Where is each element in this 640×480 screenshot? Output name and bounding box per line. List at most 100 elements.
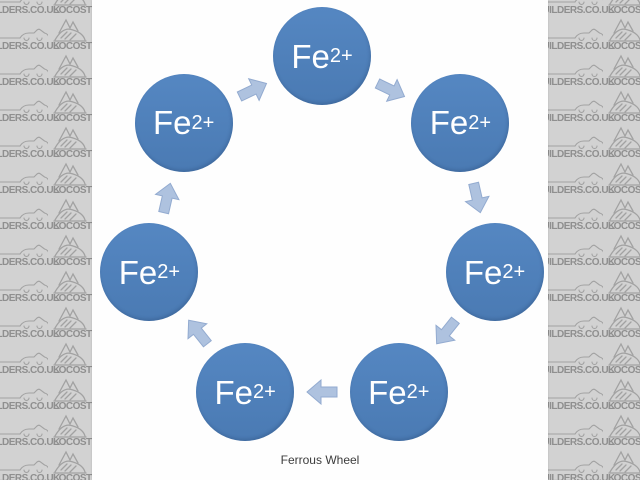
- car-sketch-icon: [0, 0, 48, 6]
- car-logo-icon: [608, 90, 640, 114]
- node-label: Fe: [463, 253, 503, 291]
- watermark-text: LOCOSTBUILDERS.CO.UK: [497, 293, 615, 304]
- watermark-text: LOCOSTBUILDERS.CO.UK: [608, 401, 640, 412]
- car-sketch-icon: [0, 28, 48, 42]
- car-logo-icon: [608, 342, 640, 366]
- watermark-text: LOCOSTBUILDERS.CO.UK: [608, 293, 640, 304]
- watermark-tile: LOCOSTBUILDERS.CO.UK: [608, 414, 640, 450]
- watermark-text: LOCOSTBUILDERS.CO.UK: [497, 473, 615, 480]
- watermark-text: LOCOSTBUILDERS.CO.UK: [497, 437, 615, 448]
- car-sketch-icon: [0, 316, 48, 330]
- node-label: Fe: [214, 373, 254, 411]
- car-logo-icon: [608, 378, 640, 402]
- watermark-text: LOCOSTBUILDERS.CO.UK: [497, 5, 615, 16]
- watermark-tile: LOCOSTBUILDERS.CO.UK: [608, 162, 640, 198]
- car-sketch-icon: [543, 64, 603, 78]
- node-label: Fe: [118, 253, 158, 291]
- car-logo-icon: [608, 0, 640, 6]
- watermark-tile: LOCOSTBUILDERS.CO.UK: [0, 342, 60, 378]
- watermark-text: LOCOSTBUILDERS.CO.UK: [0, 5, 60, 16]
- car-logo-icon: [608, 234, 640, 258]
- watermark-text: LOCOSTBUILDERS.CO.UK: [497, 77, 615, 88]
- watermark-tile: LOCOSTBUILDERS.CO.UK: [608, 270, 640, 306]
- car-logo-icon: [53, 306, 87, 330]
- car-logo-icon: [53, 198, 87, 222]
- car-logo-icon: [608, 162, 640, 186]
- car-sketch-icon: [543, 28, 603, 42]
- watermark-text: LOCOSTBUILDERS.CO.UK: [0, 77, 60, 88]
- watermark-tile: LOCOSTBUILDERS.CO.UK: [608, 234, 640, 270]
- cycle-arrow-icon: [151, 179, 183, 216]
- car-logo-icon: [53, 126, 87, 150]
- car-sketch-icon: [543, 316, 603, 330]
- car-sketch-icon: [543, 424, 603, 438]
- car-logo-icon: [608, 270, 640, 294]
- watermark-text: LOCOSTBUILDERS.CO.UK: [608, 113, 640, 124]
- cycle-arrow-icon: [233, 71, 273, 108]
- watermark-tile: LOCOSTBUILDERS.CO.UK: [608, 306, 640, 342]
- car-sketch-icon: [543, 280, 603, 294]
- watermark-text: LOCOSTBUILDERS.CO.UK: [0, 149, 60, 160]
- watermark-text: LOCOSTBUILDERS.CO.UK: [608, 77, 640, 88]
- car-sketch-icon: [543, 460, 603, 474]
- car-sketch-icon: [0, 424, 48, 438]
- car-logo-icon: [53, 270, 87, 294]
- car-sketch-icon: [0, 172, 48, 186]
- car-logo-icon: [53, 378, 87, 402]
- watermark-text: LOCOSTBUILDERS.CO.UK: [0, 473, 60, 480]
- watermark-text: LOCOSTBUILDERS.CO.UK: [497, 113, 615, 124]
- watermark-text: LOCOSTBUILDERS.CO.UK: [0, 329, 60, 340]
- watermark-text: LOCOSTBUILDERS.CO.UK: [0, 257, 60, 268]
- watermark-text: LOCOSTBUILDERS.CO.UK: [497, 257, 615, 268]
- watermark-text: LOCOSTBUILDERS.CO.UK: [497, 365, 615, 376]
- watermark-tile: LOCOSTBUILDERS.CO.UK: [0, 270, 60, 306]
- car-logo-icon: [53, 18, 87, 42]
- car-sketch-icon: [543, 172, 603, 186]
- watermark-tile: LOCOSTBUILDERS.CO.UK: [0, 162, 60, 198]
- car-logo-icon: [53, 414, 87, 438]
- watermark-text: LOCOSTBUILDERS.CO.UK: [608, 365, 640, 376]
- watermark-tile: LOCOSTBUILDERS.CO.UK: [0, 378, 60, 414]
- car-logo-icon: [53, 90, 87, 114]
- car-logo-icon: [608, 414, 640, 438]
- car-sketch-icon: [0, 136, 48, 150]
- watermark-tile: LOCOSTBUILDERS.CO.UK: [0, 234, 60, 270]
- watermark-tile: LOCOSTBUILDERS.CO.UK: [0, 450, 60, 480]
- car-logo-icon: [608, 306, 640, 330]
- cycle-arrow-icon: [461, 179, 493, 216]
- watermark-tile: LOCOSTBUILDERS.CO.UK: [608, 198, 640, 234]
- car-logo-icon: [53, 162, 87, 186]
- car-sketch-icon: [0, 388, 48, 402]
- watermark-tile: LOCOSTBUILDERS.CO.UK: [608, 54, 640, 90]
- car-sketch-icon: [0, 280, 48, 294]
- watermark-tile: LOCOSTBUILDERS.CO.UK: [608, 126, 640, 162]
- watermark-text: LOCOSTBUILDERS.CO.UK: [608, 5, 640, 16]
- car-sketch-icon: [543, 136, 603, 150]
- watermark-tile: LOCOSTBUILDERS.CO.UK: [608, 342, 640, 378]
- watermark-text: LOCOSTBUILDERS.CO.UK: [608, 437, 640, 448]
- cycle-arrow-icon: [178, 312, 218, 353]
- car-logo-icon: [608, 450, 640, 474]
- watermark-tile: LOCOSTBUILDERS.CO.UK: [0, 126, 60, 162]
- watermark-text: LOCOSTBUILDERS.CO.UK: [497, 401, 615, 412]
- car-sketch-icon: [0, 352, 48, 366]
- watermark-text: LOCOSTBUILDERS.CO.UK: [497, 149, 615, 160]
- watermark-text: LOCOSTBUILDERS.CO.UK: [608, 185, 640, 196]
- car-logo-icon: [53, 450, 87, 474]
- watermark-text: LOCOSTBUILDERS.CO.UK: [497, 41, 615, 52]
- watermark-text: LOCOSTBUILDERS.CO.UK: [0, 113, 60, 124]
- watermark-text: LOCOSTBUILDERS.CO.UK: [497, 221, 615, 232]
- watermark-text: LOCOSTBUILDERS.CO.UK: [0, 293, 60, 304]
- watermark-text: LOCOSTBUILDERS.CO.UK: [608, 149, 640, 160]
- watermark-tile: LOCOSTBUILDERS.CO.UK: [608, 18, 640, 54]
- car-logo-icon: [608, 18, 640, 42]
- car-sketch-icon: [0, 64, 48, 78]
- watermark-tile: LOCOSTBUILDERS.CO.UK: [608, 90, 640, 126]
- cycle-arrow-icon: [306, 378, 338, 406]
- watermark-text: LOCOSTBUILDERS.CO.UK: [497, 329, 615, 340]
